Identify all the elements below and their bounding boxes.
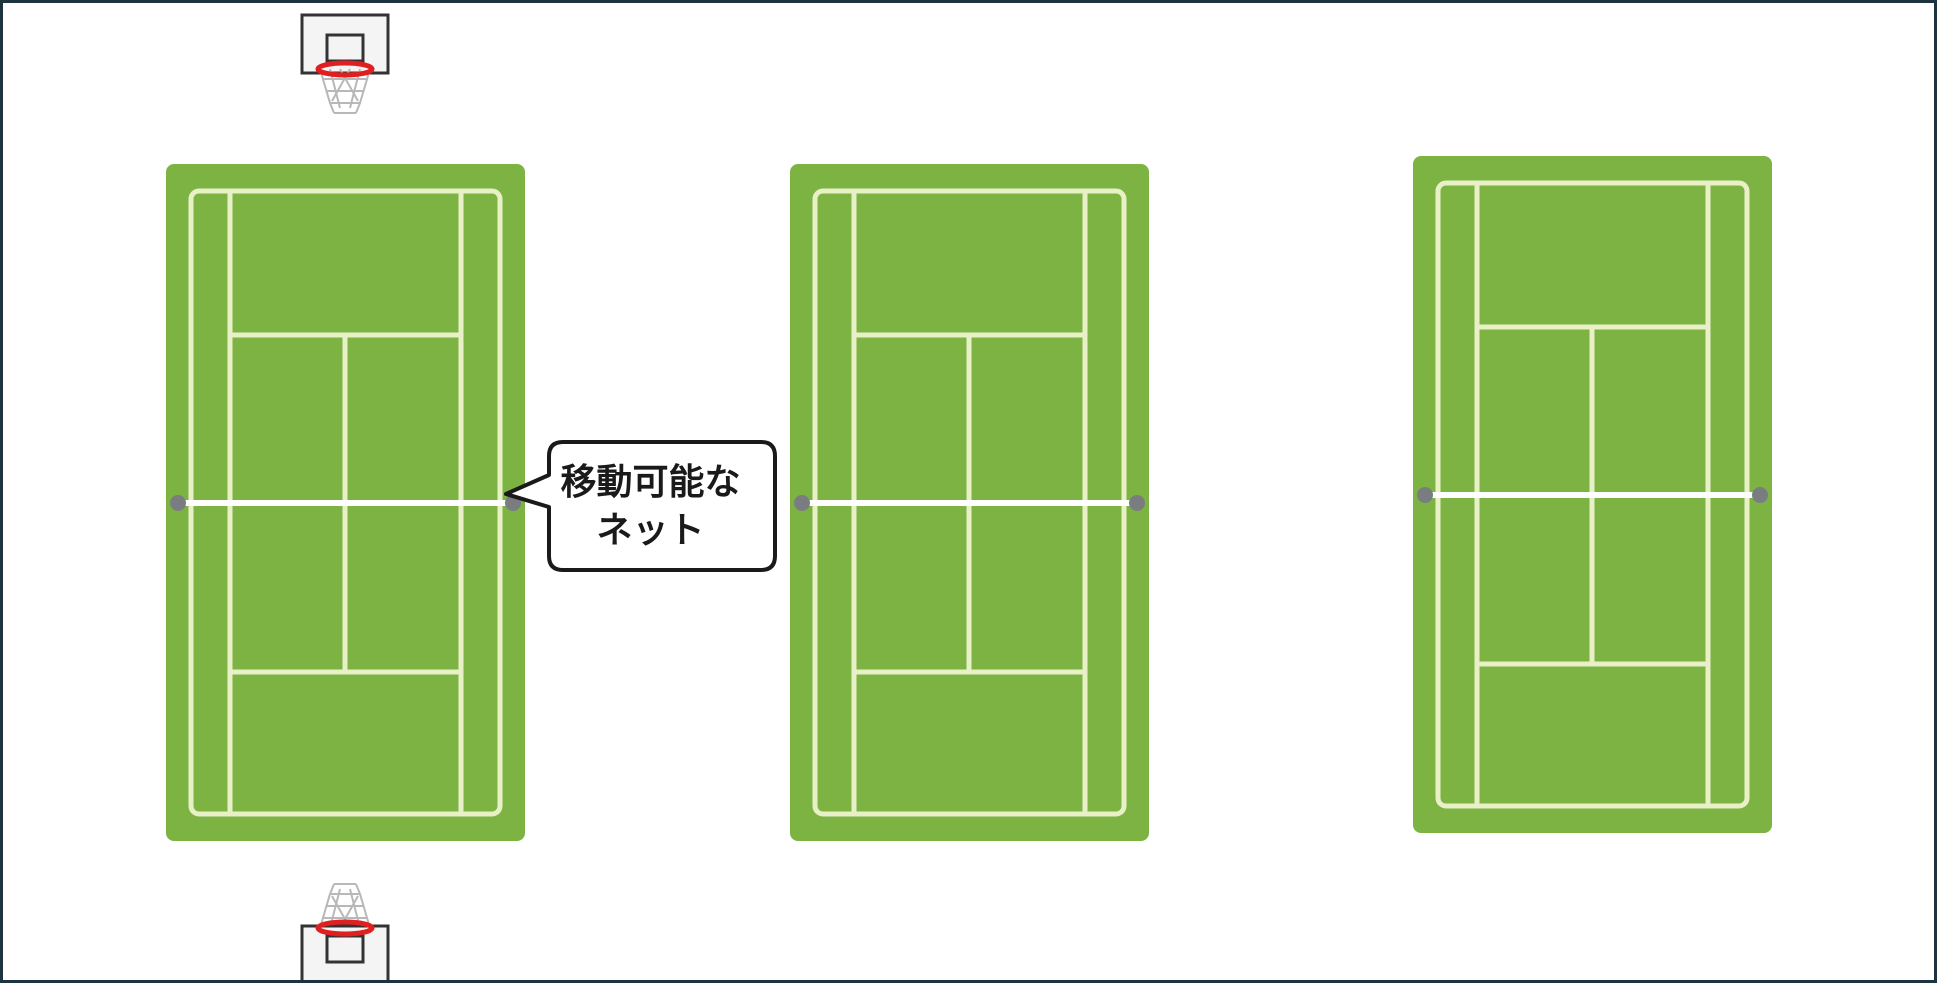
basketball-hoop-bottom-icon — [300, 878, 390, 980]
speech-bubble-icon — [503, 439, 778, 573]
tennis-court-right — [1413, 156, 1772, 833]
net-post-right-icon — [1129, 495, 1145, 511]
callout-line-1: 移動可能な — [560, 462, 741, 503]
tennis-court-middle — [790, 164, 1149, 841]
net-post-left-icon — [170, 495, 186, 511]
tennis-court-left — [166, 164, 525, 841]
net-post-left-icon — [1417, 487, 1433, 503]
callout-line-2: ネット — [596, 510, 705, 551]
net-post-right-icon — [1752, 487, 1768, 503]
basketball-hoop-top-icon — [300, 13, 390, 121]
net-post-left-icon — [794, 495, 810, 511]
movable-net-label: 移動可能な ネット — [548, 459, 753, 555]
